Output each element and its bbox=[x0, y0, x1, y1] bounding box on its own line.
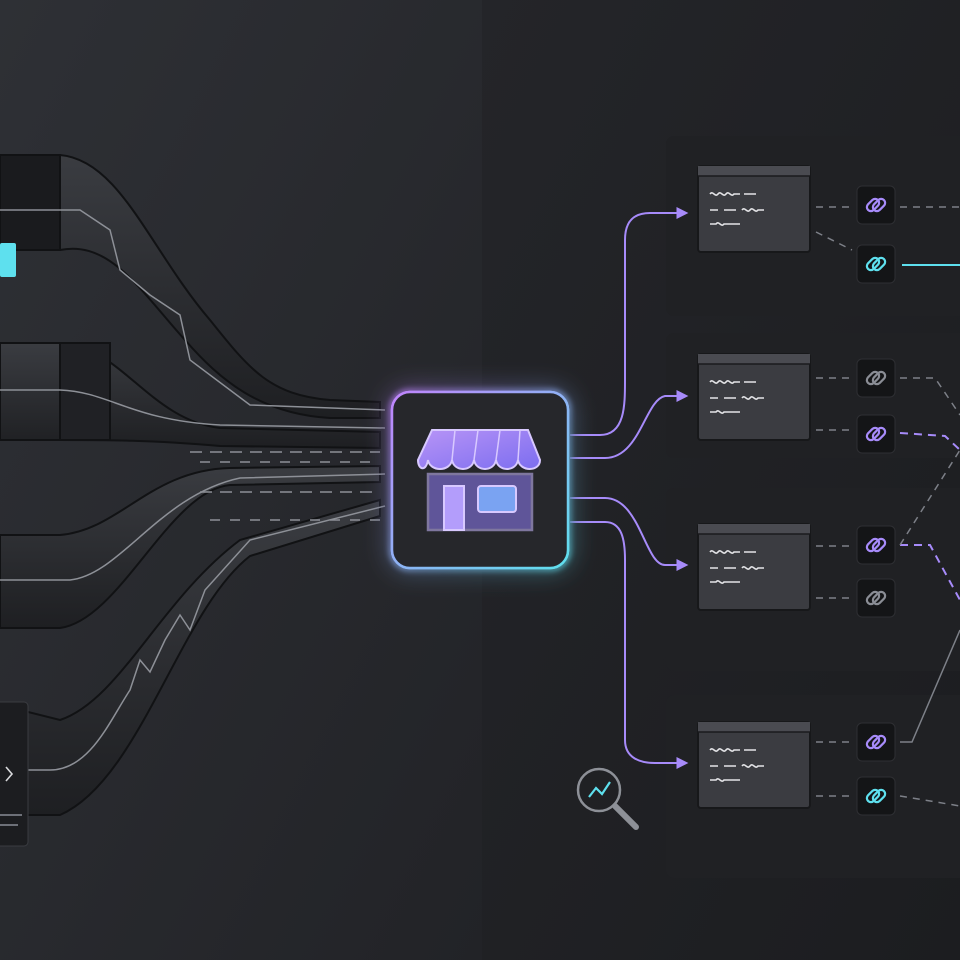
document-card[interactable] bbox=[697, 523, 811, 611]
link-connectors bbox=[815, 206, 960, 807]
link-icon[interactable] bbox=[856, 776, 896, 816]
link-icon[interactable] bbox=[856, 244, 896, 284]
text-scribble bbox=[710, 208, 764, 212]
link-icon[interactable] bbox=[856, 358, 896, 398]
document-card[interactable] bbox=[697, 721, 811, 809]
text-scribble bbox=[710, 396, 764, 400]
analytics-search-icon[interactable] bbox=[576, 767, 639, 830]
text-scribble bbox=[710, 222, 740, 226]
link-icon[interactable] bbox=[856, 525, 896, 565]
text-scribble bbox=[709, 550, 756, 554]
link-icon[interactable] bbox=[856, 722, 896, 762]
cyan-indicator bbox=[0, 243, 16, 277]
input-dash-marks bbox=[190, 451, 380, 521]
text-scribble bbox=[710, 410, 740, 414]
input-stream-lines bbox=[0, 209, 386, 771]
text-scribble bbox=[709, 192, 756, 196]
text-scribble bbox=[710, 566, 764, 570]
link-icon[interactable] bbox=[856, 185, 896, 225]
input-panel-bottom bbox=[0, 701, 29, 847]
document-card[interactable] bbox=[697, 353, 811, 441]
link-icon[interactable] bbox=[856, 578, 896, 618]
hub-connectors bbox=[570, 207, 689, 769]
text-scribble bbox=[709, 380, 756, 384]
storefront-hub[interactable] bbox=[389, 389, 571, 571]
document-card[interactable] bbox=[697, 165, 811, 253]
text-scribble bbox=[710, 764, 764, 768]
text-scribble bbox=[710, 580, 740, 584]
link-icon[interactable] bbox=[856, 414, 896, 454]
text-scribble bbox=[709, 748, 756, 752]
chevron-right-icon bbox=[5, 766, 14, 782]
text-scribble bbox=[710, 778, 740, 782]
storefront-icon bbox=[416, 429, 542, 532]
